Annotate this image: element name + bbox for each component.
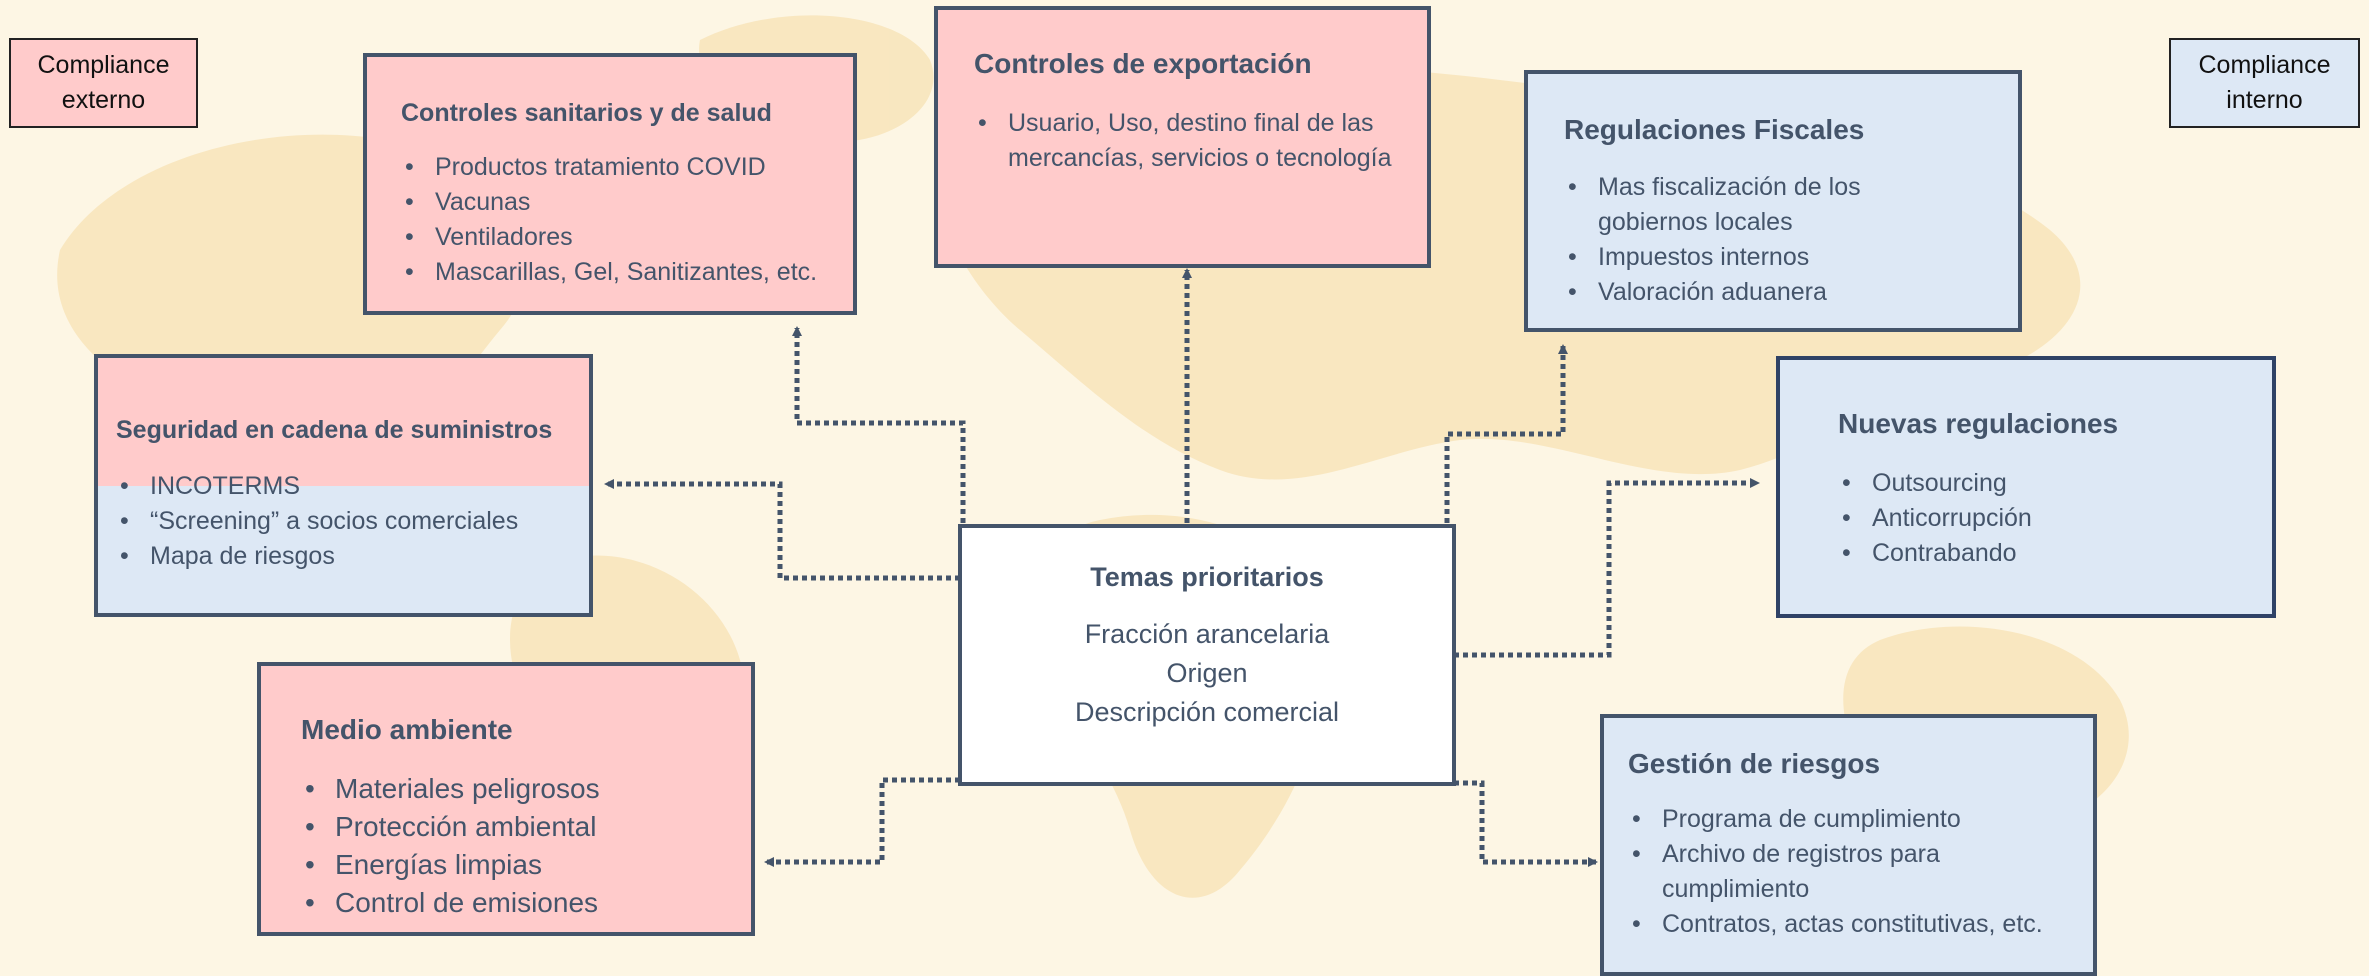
box-title: Regulaciones Fiscales	[1564, 114, 1865, 145]
list-item: Outsourcing	[1838, 466, 2272, 501]
list-item: Impuestos internos	[1564, 240, 1958, 275]
list-item: Contrabando	[1838, 536, 2272, 571]
connector-riesgos	[1454, 780, 1598, 867]
list-item: Control de emisiones	[301, 884, 751, 922]
list-item: Anticorrupción	[1838, 501, 2272, 536]
list-item: Ventiladores	[401, 220, 853, 255]
legend-compliance-externo: Compliance externo	[9, 38, 198, 128]
list-item: Programa de cumplimiento	[1628, 802, 2083, 837]
list-item: Usuario, Uso, destino final de las merca…	[974, 106, 1393, 176]
box-seguridad-cadena: Seguridad en cadena de suministros INCOT…	[94, 354, 593, 617]
list-item: “Screening” a socios comerciales	[116, 504, 589, 539]
list-item: Mas fiscalización de los gobiernos local…	[1564, 170, 1958, 240]
center-item-origen: Origen	[1166, 658, 1248, 688]
box-title: Controles sanitarios y de salud	[401, 99, 772, 127]
list-item: Archivo de registros para cumplimiento	[1628, 837, 2083, 907]
box-controles-sanitarios: Controles sanitarios y de salud Producto…	[363, 53, 857, 315]
box-title: Gestión de riesgos	[1628, 748, 1881, 779]
box-nuevas-regulaciones: Nuevas regulaciones Outsourcing Anticorr…	[1776, 356, 2276, 618]
list-item: Productos tratamiento COVID	[401, 150, 853, 185]
center-box-temas-prioritarios: Temas prioritarios Fracción arancelaria …	[958, 524, 1456, 786]
list-item: Protección ambiental	[301, 808, 751, 846]
box-gestion-riesgos: Gestión de riesgos Programa de cumplimie…	[1600, 714, 2097, 976]
list-item: Vacunas	[401, 185, 853, 220]
connector-sanitarios	[792, 326, 966, 523]
list-item: Contratos, actas constitutivas, etc.	[1628, 907, 2083, 942]
center-title: Temas prioritarios	[1090, 562, 1324, 592]
box-controles-exportacion: Controles de exportación Usuario, Uso, d…	[934, 6, 1431, 268]
list-item: Materiales peligrosos	[301, 770, 751, 808]
list-item: Valoración aduanera	[1564, 275, 1958, 310]
list-item: Mapa de riesgos	[116, 539, 589, 574]
list-item: INCOTERMS	[116, 469, 589, 504]
center-item-descripcion: Descripción comercial	[1074, 697, 1340, 727]
legend-compliance-interno: Compliance interno	[2169, 38, 2360, 128]
box-title: Controles de exportación	[974, 48, 1312, 79]
list-item: Energías limpias	[301, 846, 751, 884]
box-title: Nuevas regulaciones	[1838, 408, 2119, 439]
connector-fiscales	[1444, 344, 1568, 523]
box-medio-ambiente: Medio ambiente Materiales peligrosos Pro…	[257, 662, 755, 936]
box-title: Seguridad en cadena de suministros	[116, 416, 553, 444]
box-title: Medio ambiente	[301, 714, 513, 745]
box-regulaciones-fiscales: Regulaciones Fiscales Mas fiscalización …	[1524, 70, 2022, 332]
center-item-fraccion: Fracción arancelaria	[1084, 619, 1330, 649]
list-item: Mascarillas, Gel, Sanitizantes, etc.	[401, 255, 853, 290]
connector-nuevas	[1454, 478, 1760, 658]
connector-ambiente	[764, 777, 960, 867]
connector-seguridad	[604, 479, 960, 581]
